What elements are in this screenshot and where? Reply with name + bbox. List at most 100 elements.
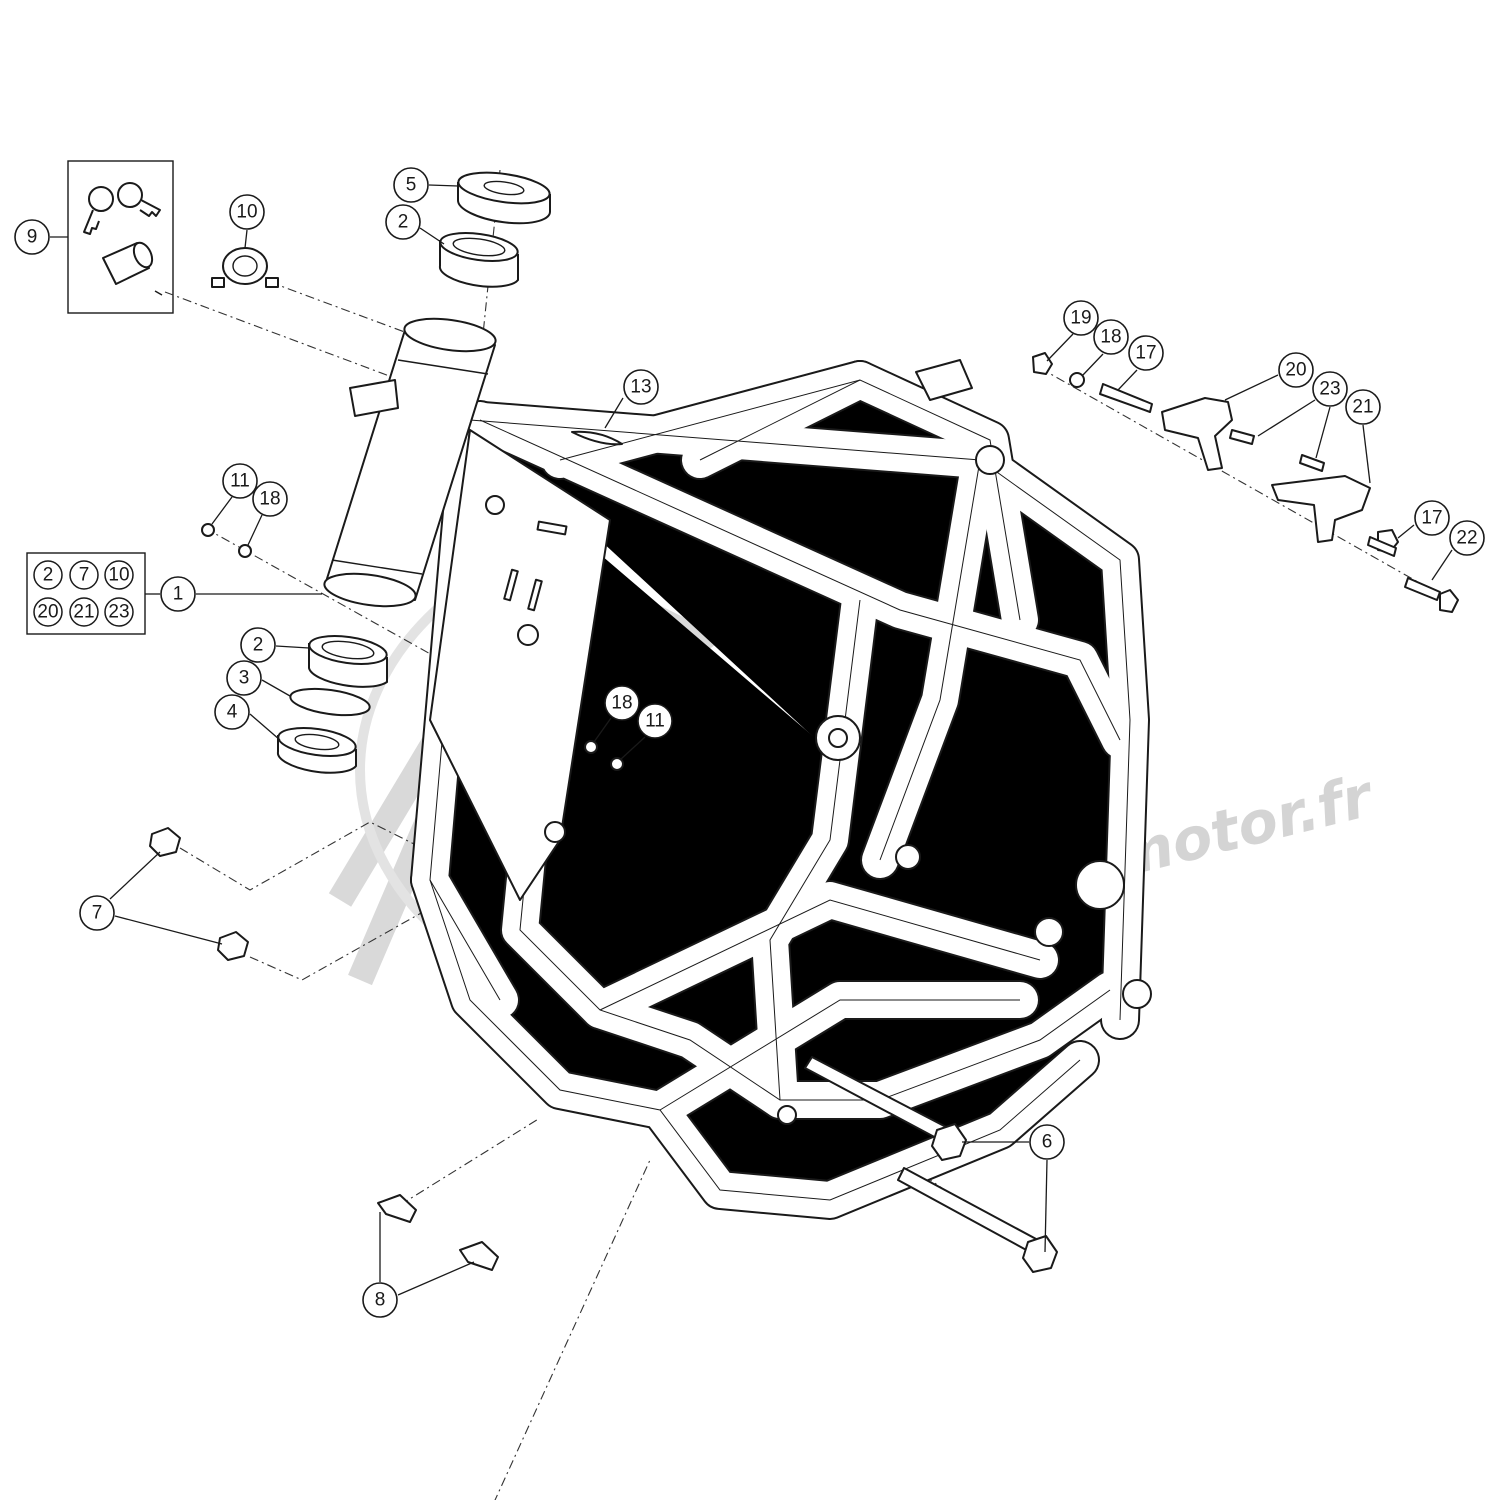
kit-item-label: 21	[73, 602, 94, 623]
washer-small	[238, 544, 252, 558]
key-icon	[83, 182, 161, 235]
kit-item: 23	[104, 597, 134, 627]
callout-9: 9	[14, 219, 50, 255]
bolt-small	[201, 523, 215, 537]
callout-circle	[222, 463, 258, 499]
callout-circle	[160, 576, 196, 612]
callout-label: 23	[1319, 379, 1340, 400]
callout-label: 7	[92, 903, 103, 924]
callout-circle	[637, 703, 673, 739]
callout-label: 22	[1456, 528, 1477, 549]
lock-bracket	[211, 247, 279, 288]
callout-circle	[14, 219, 50, 255]
callout-label: 20	[1285, 360, 1306, 381]
callout-circle	[252, 481, 288, 517]
kit-item-label: 10	[108, 565, 129, 586]
callout-label: 5	[406, 175, 417, 196]
callout-circle	[1312, 371, 1348, 407]
callout-label: 21	[1352, 397, 1373, 418]
callout-19: 19	[1063, 300, 1099, 336]
callout-label: 8	[375, 1290, 386, 1311]
callout-6: 6	[1029, 1124, 1065, 1160]
callout-circle	[604, 685, 640, 721]
callout-18: 18	[252, 481, 288, 517]
steering-o-ring	[289, 687, 371, 717]
callout-20: 20	[1278, 352, 1314, 388]
kit-item-label: 20	[37, 602, 58, 623]
callout-label: 18	[259, 489, 280, 510]
engine-bolt	[897, 1167, 1058, 1273]
callout-circle	[1414, 500, 1450, 536]
callout-circle	[1345, 389, 1381, 425]
steering-seal-top	[456, 171, 551, 225]
callout-label: 13	[630, 377, 651, 398]
callout-label: 1	[173, 584, 184, 605]
callout-label: 2	[398, 212, 409, 233]
callout-1: 1	[160, 576, 196, 612]
steering-bearing-top	[438, 232, 519, 288]
callout-8: 8	[362, 1282, 398, 1318]
kit-contents-box: 2 7 10 20 21 23	[26, 552, 146, 635]
kit-item-label: 2	[43, 565, 54, 586]
callout-circle	[1449, 520, 1485, 556]
callout-circle	[393, 167, 429, 203]
callout-circle	[385, 204, 421, 240]
callout-circle	[229, 194, 265, 230]
callout-7: 7	[79, 895, 115, 931]
kit-item: 7	[69, 560, 99, 590]
callout-3: 3	[226, 660, 262, 696]
callout-4: 4	[214, 694, 250, 730]
footrest-bracket-hardware	[1032, 352, 1459, 613]
washer-small	[584, 740, 598, 754]
callout-11: 11	[222, 463, 258, 499]
callout-10: 10	[229, 194, 265, 230]
callout-11: 11	[637, 703, 673, 739]
kit-item: 10	[104, 560, 134, 590]
kit-item: 20	[33, 597, 63, 627]
frame-body	[323, 317, 1152, 1200]
callout-2: 2	[385, 204, 421, 240]
callout-circle	[214, 694, 250, 730]
leader-lines	[50, 184, 1453, 1296]
steering-seal-bottom	[276, 727, 357, 774]
callout-label: 10	[236, 202, 257, 223]
callout-label: 3	[239, 668, 250, 689]
callout-17: 17	[1128, 335, 1164, 371]
frame-sticker	[571, 430, 623, 446]
callout-label: 4	[227, 702, 238, 723]
callout-circle	[1278, 352, 1314, 388]
callout-18: 18	[604, 685, 640, 721]
kit-item: 21	[69, 597, 99, 627]
callout-label: 6	[1042, 1132, 1053, 1153]
callout-label: 11	[645, 711, 665, 732]
callout-22: 22	[1449, 520, 1485, 556]
callout-label: 17	[1135, 343, 1156, 364]
loose-parts	[149, 171, 1459, 1273]
callout-label: 2	[253, 635, 264, 656]
callout-circle	[1063, 300, 1099, 336]
callout-5: 5	[393, 167, 429, 203]
engine-bolt	[804, 1056, 967, 1161]
callout-circle	[623, 369, 659, 405]
callout-18: 18	[1093, 319, 1129, 355]
callout-circle	[1093, 319, 1129, 355]
callout-circle	[240, 627, 276, 663]
callout-label: 18	[1100, 327, 1121, 348]
callout-label: 19	[1070, 308, 1091, 329]
callout-label: 17	[1421, 508, 1442, 529]
callout-23: 23	[1312, 371, 1348, 407]
lock-cylinder-icon	[102, 241, 163, 296]
callout-13: 13	[623, 369, 659, 405]
hex-nut	[149, 827, 181, 857]
bolt-small	[610, 757, 624, 771]
callout-circle	[1029, 1124, 1065, 1160]
kit-item-label: 23	[108, 602, 129, 623]
key-lock-kit	[67, 160, 174, 314]
callout-2: 2	[240, 627, 276, 663]
rubber-mount	[459, 1241, 499, 1271]
rubber-mount	[377, 1194, 417, 1223]
callout-label: 11	[230, 471, 250, 492]
kit-item-label: 7	[79, 565, 90, 586]
